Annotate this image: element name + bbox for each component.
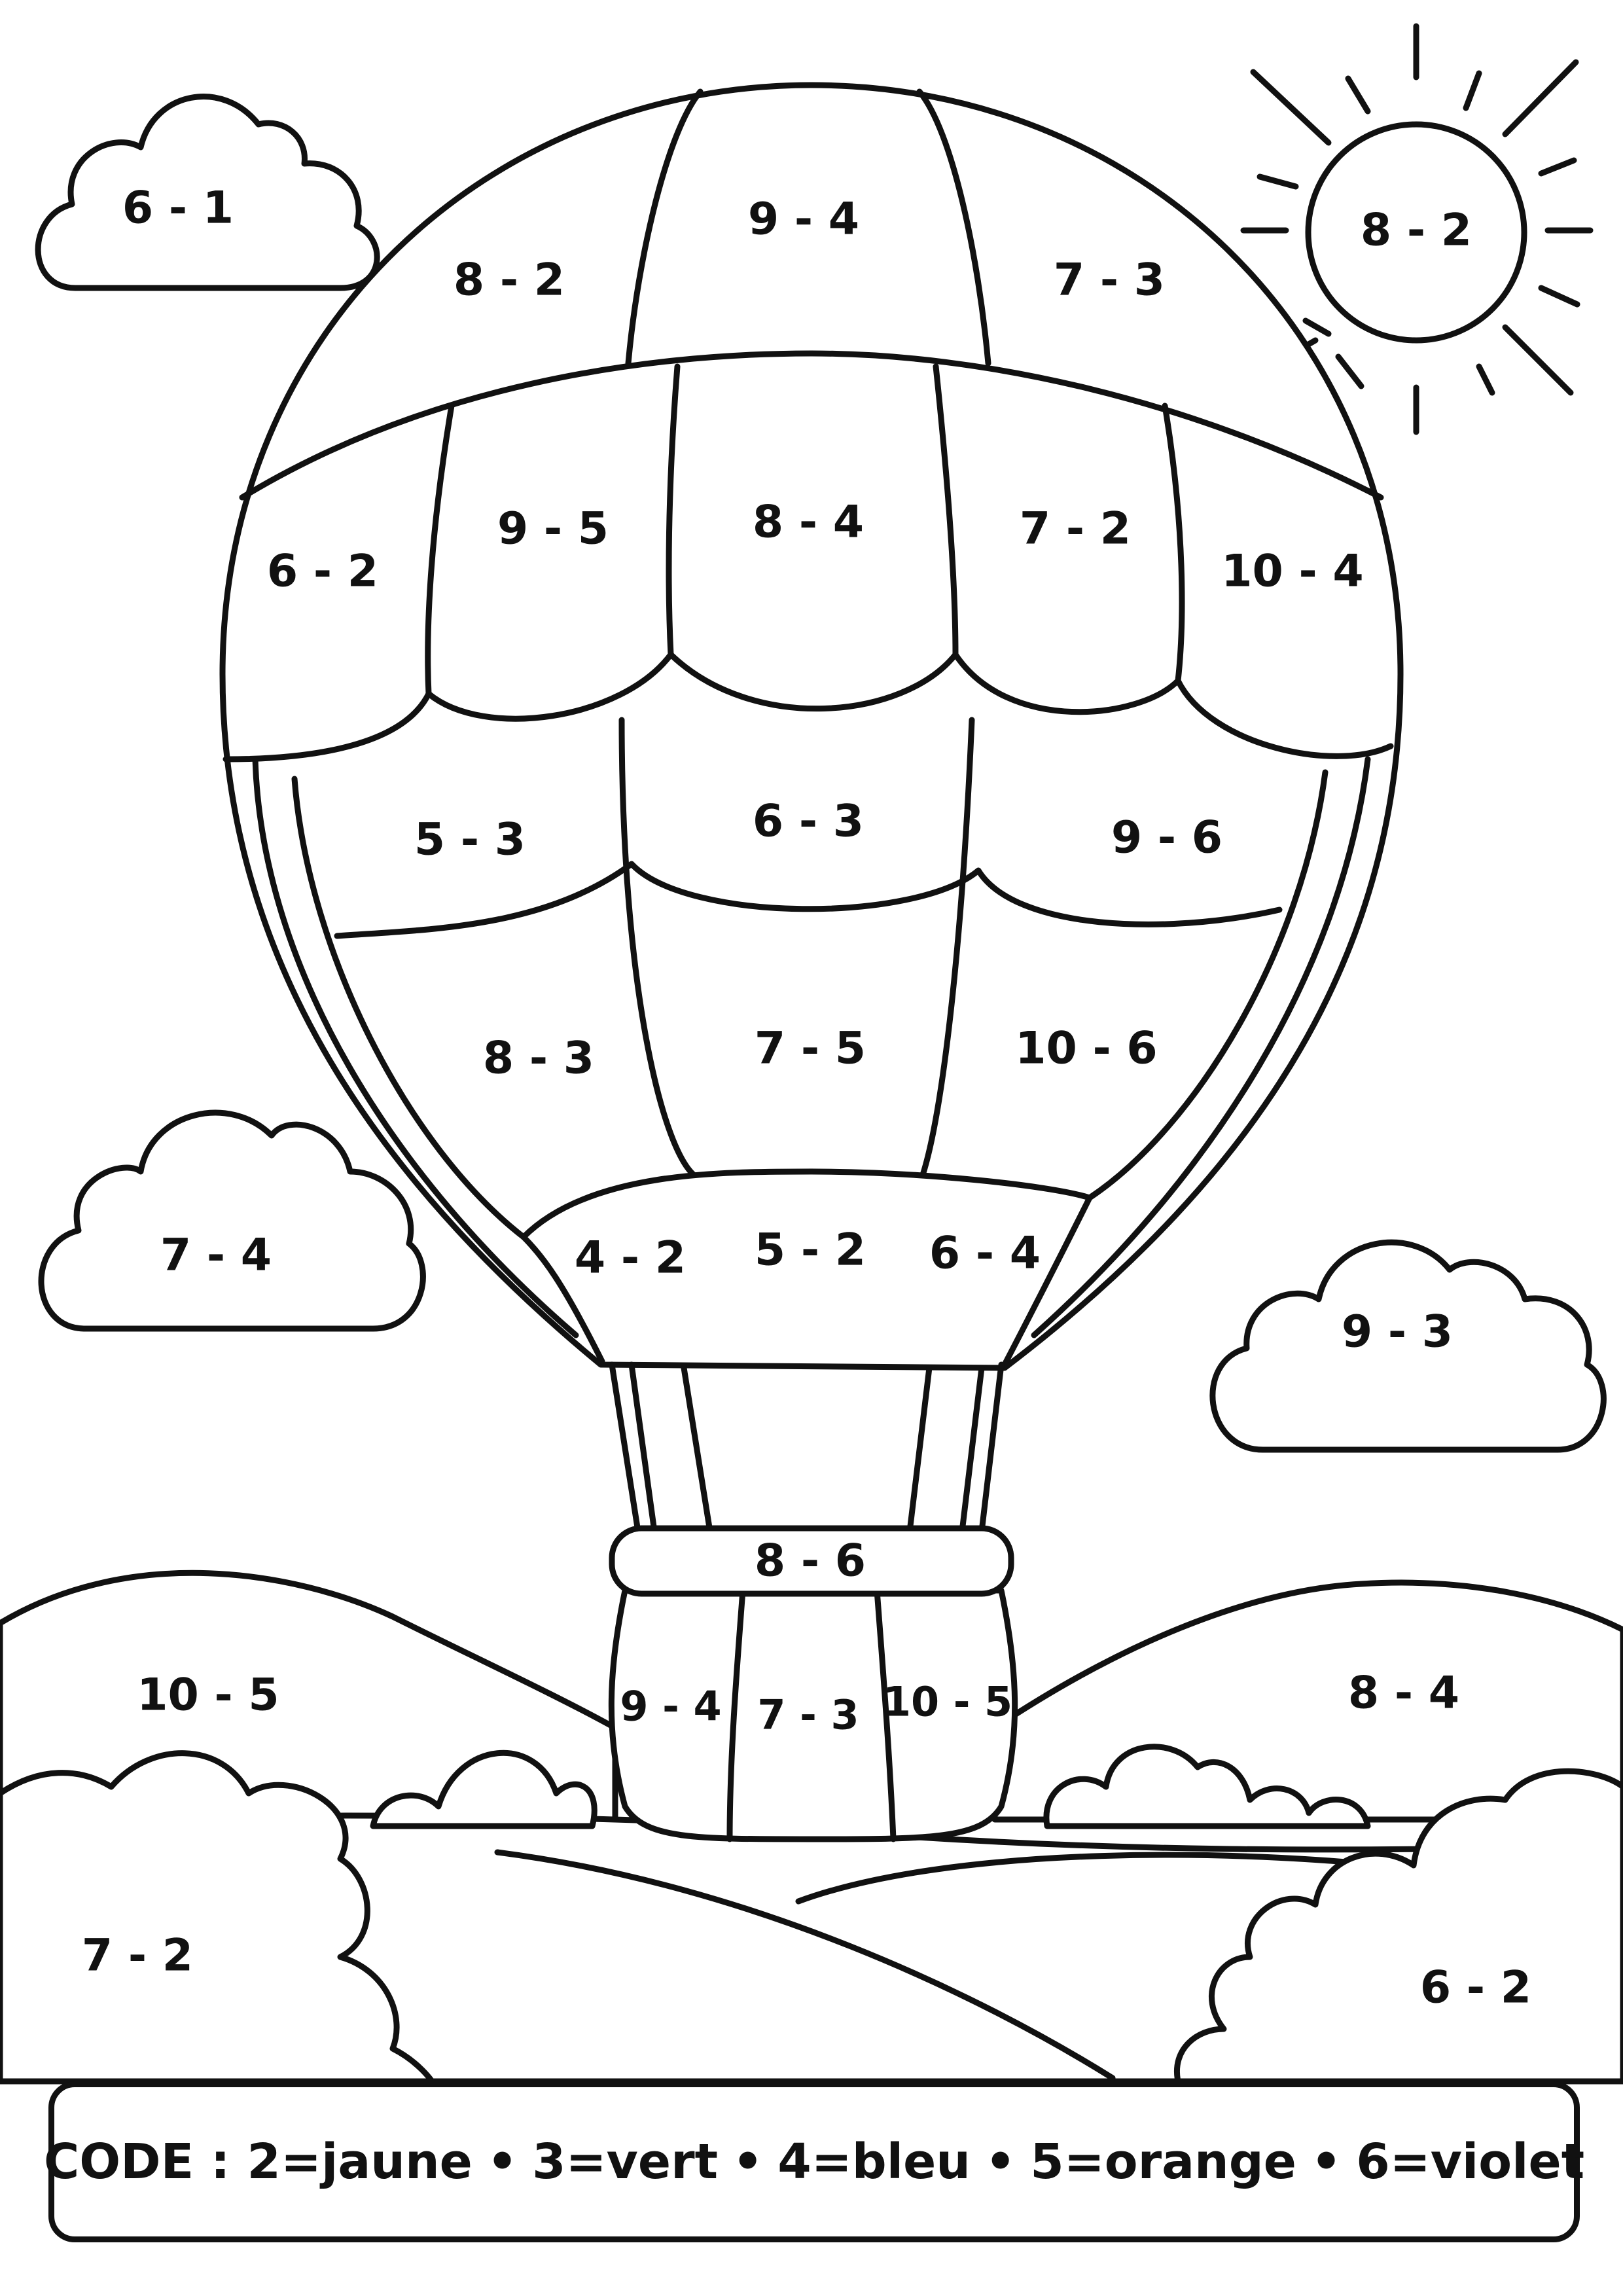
cloud-mid-right-label: 9 - 3 [1342, 1306, 1453, 1358]
cloud-top-left-icon [35, 94, 380, 291]
legend-entry: 3=vert [532, 2134, 718, 2190]
balloon-band1-label: 9 - 5 [497, 503, 609, 555]
hill-left-label: 10 - 5 [137, 1670, 279, 1721]
cloud-mid-right-icon [1209, 1239, 1607, 1453]
legend-entry: 4=bleu [777, 2134, 971, 2190]
legend-entry: 2=jaune [247, 2134, 473, 2190]
legend-separator: • [486, 2134, 518, 2190]
basket-icon [608, 1525, 1018, 1842]
balloon-band3-label: 8 - 3 [483, 1033, 594, 1085]
cloud-mid-left-icon [38, 1109, 426, 1332]
balloon-skirt-label: 4 - 2 [575, 1232, 686, 1284]
balloon-band3-label: 7 - 5 [755, 1023, 866, 1075]
balloon-envelope-icon [219, 82, 1404, 1371]
basket-rim-label: 8 - 6 [755, 1535, 866, 1587]
legend-separator: • [984, 2134, 1016, 2190]
color-code-legend: CODE : 2=jaune • 3=vert • 4=bleu • 5=ora… [44, 2081, 1584, 2242]
sun-label: 8 - 2 [1361, 205, 1472, 257]
balloon-top-left-label: 8 - 2 [454, 255, 565, 306]
balloon-band1-label: 6 - 2 [267, 546, 378, 598]
balloon-band1-label: 8 - 4 [753, 497, 864, 548]
balloon-top-right-label: 7 - 3 [1054, 255, 1165, 306]
bush-small-center-icon [370, 1749, 597, 1829]
bush-right-icon [1174, 1768, 1623, 2085]
balloon-skirt-label: 6 - 4 [929, 1228, 1041, 1280]
legend-separator: • [1310, 2134, 1342, 2190]
bush-left-icon [0, 1750, 435, 2085]
hill-right-label: 8 - 4 [1348, 1668, 1459, 1719]
balloon-top-center-label: 9 - 4 [748, 194, 859, 245]
basket-panel-label: 9 - 4 [620, 1683, 721, 1731]
legend-entry: 6=violet [1356, 2134, 1585, 2190]
bush-small-right-icon [1043, 1744, 1371, 1829]
bush-left-label: 7 - 2 [82, 1930, 193, 1982]
balloon-band2-label: 5 - 3 [414, 814, 526, 866]
cloud-top-left-label: 6 - 1 [122, 183, 234, 234]
balloon-band1-label: 10 - 4 [1221, 546, 1364, 598]
balloon-skirt-label: 5 - 2 [755, 1225, 866, 1276]
basket-panel-label: 7 - 3 [757, 1691, 859, 1739]
balloon-band2-label: 6 - 3 [753, 796, 864, 848]
sun-icon [1240, 23, 1594, 435]
legend-title: CODE : [43, 2134, 230, 2190]
basket-panel-label: 10 - 5 [883, 1678, 1012, 1726]
legend-entry: 5=orange [1030, 2134, 1296, 2190]
bush-right-label: 6 - 2 [1420, 1962, 1531, 2014]
legend-separator: • [732, 2134, 764, 2190]
cloud-mid-left-label: 7 - 4 [160, 1230, 272, 1282]
balloon-band2-label: 9 - 6 [1111, 812, 1222, 864]
balloon-band1-label: 7 - 2 [1020, 503, 1131, 555]
balloon-band3-label: 10 - 6 [1015, 1023, 1158, 1075]
ropes-icon [609, 1361, 1005, 1535]
